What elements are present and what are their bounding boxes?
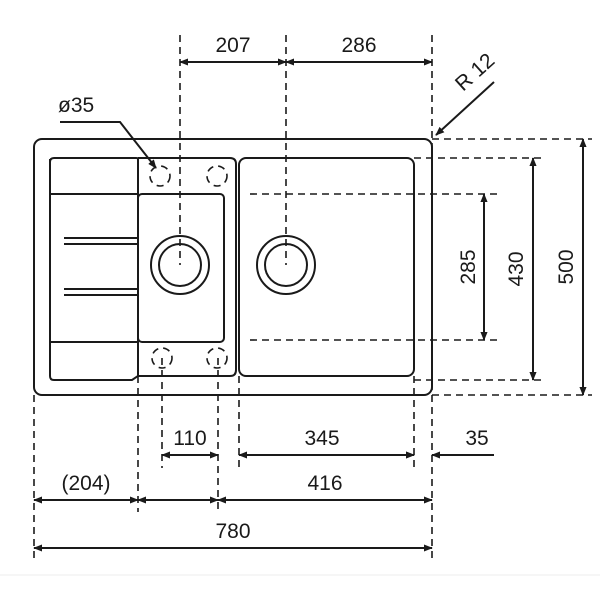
small-bowl-frame [138, 157, 237, 377]
label-500: 500 [555, 249, 578, 284]
label-204: (204) [61, 472, 110, 495]
tap-hole-bottom-right [206, 347, 228, 369]
sink-body [33, 138, 433, 396]
tap-hole-bottom-left [151, 347, 173, 369]
tap-hole-top-left [149, 165, 171, 187]
dimension-labels: 207 286 ø35 R 12 285 430 500 110 345 35 … [58, 34, 578, 543]
label-110: 110 [173, 427, 206, 450]
small-bowl-drain-outer [150, 235, 210, 295]
label-286: 286 [341, 34, 376, 57]
label-345: 345 [304, 427, 339, 450]
label-35: 35 [465, 427, 488, 450]
label-285: 285 [457, 249, 480, 284]
main-bowl-outline [238, 157, 415, 377]
extension-lines [33, 35, 592, 562]
label-hole-diameter: ø35 [58, 94, 94, 117]
dimension-lines [33, 58, 587, 552]
leader-radius [435, 81, 495, 136]
sink-outer-outline [33, 138, 433, 396]
leader-hole-diameter [60, 121, 157, 169]
tap-hole-top-right [206, 165, 228, 187]
label-416: 416 [307, 472, 342, 495]
drainer-outline [49, 157, 139, 381]
main-bowl-drain-outer [256, 235, 316, 295]
label-430: 430 [505, 251, 528, 286]
label-207: 207 [215, 34, 250, 57]
label-780: 780 [215, 520, 250, 543]
small-bowl-inner [137, 193, 225, 343]
label-corner-radius: R 12 [451, 49, 499, 96]
